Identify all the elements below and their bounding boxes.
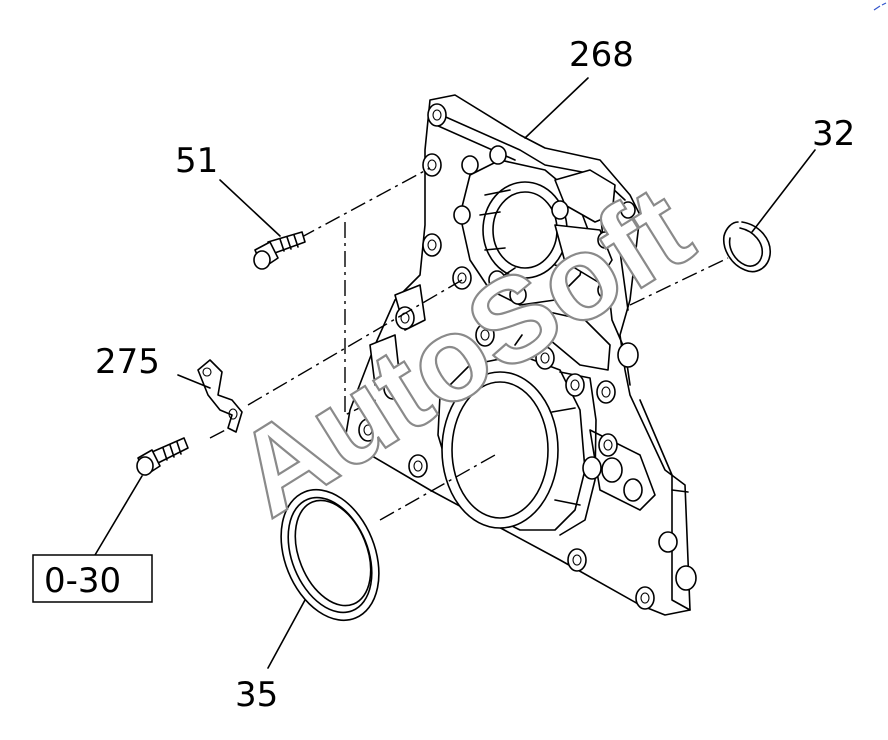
callout-box-0-30 <box>32 554 153 603</box>
bracket-275 <box>197 359 243 433</box>
corner-mark <box>873 2 887 11</box>
callout-268: 268 <box>569 35 634 75</box>
upper-bore <box>459 159 591 306</box>
callout-32: 32 <box>812 114 855 154</box>
leader-lines <box>94 77 816 669</box>
snap-ring-32 <box>722 221 771 273</box>
callout-275: 275 <box>95 342 160 382</box>
callout-0-30: 0-30 <box>44 561 121 601</box>
callout-51: 51 <box>175 141 218 181</box>
bolt-holes <box>358 103 697 610</box>
assembly-lines <box>209 167 729 521</box>
bolt-51 <box>253 231 306 270</box>
callout-35: 35 <box>235 675 278 715</box>
lower-seal-bore <box>437 334 597 536</box>
bolt-0-30 <box>136 437 189 476</box>
front-cover-housing <box>344 94 697 616</box>
oil-seal-35 <box>280 488 380 622</box>
